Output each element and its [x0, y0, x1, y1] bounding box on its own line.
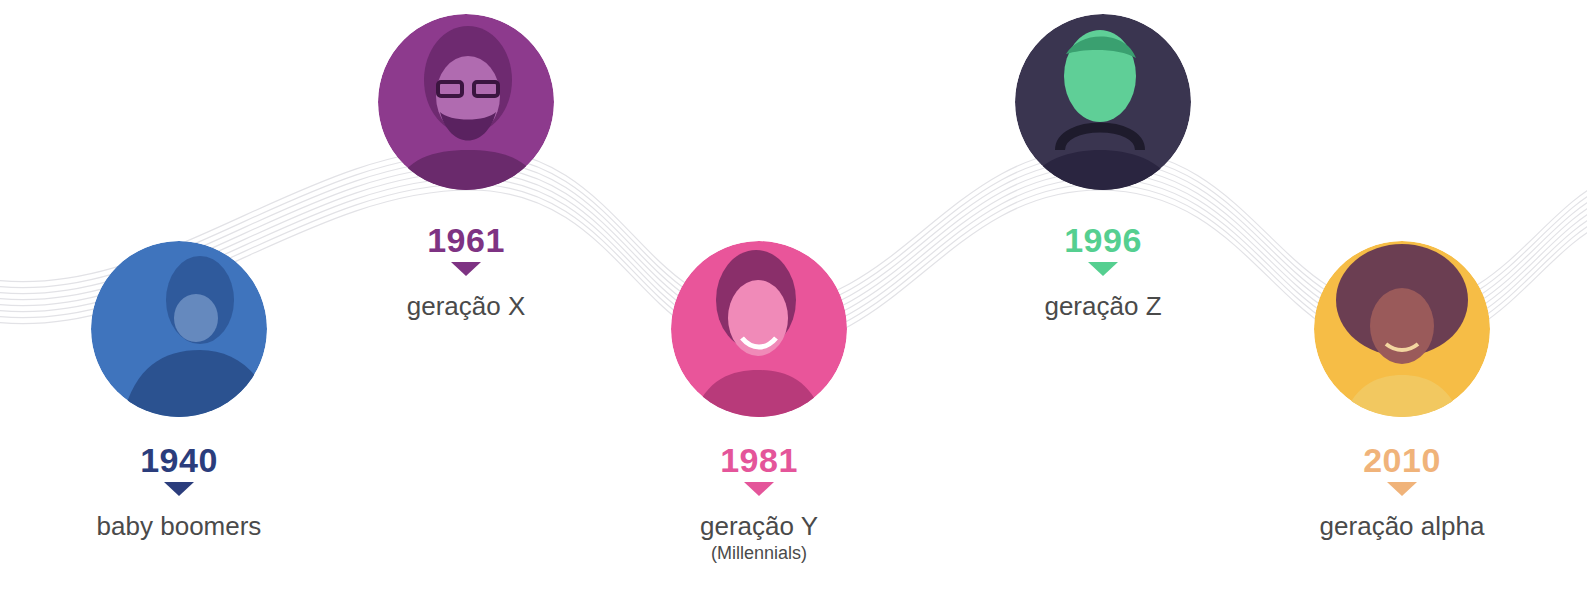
year-label: 1940 [29, 442, 329, 478]
generation-alias: (Millennials) [609, 542, 909, 564]
portrait-photo [1314, 241, 1490, 430]
year-marker [744, 482, 774, 496]
generation-entry: 2010 geração alpha [1252, 442, 1552, 540]
generation-name: geração alpha [1252, 512, 1552, 540]
generation-entry: 1940 baby boomers [29, 442, 329, 540]
portrait-photo [91, 241, 280, 430]
generation-name: geração X [316, 292, 616, 320]
portrait-photo [671, 241, 847, 430]
year-marker [1088, 262, 1118, 276]
year-label: 1981 [609, 442, 909, 478]
portrait-photo [378, 14, 554, 200]
generation-name: geração Z [953, 292, 1253, 320]
portrait-photo [1015, 14, 1191, 200]
year-label: 2010 [1252, 442, 1552, 478]
year-marker [1387, 482, 1417, 496]
generation-entry: 1996 geração Z [953, 222, 1253, 320]
generation-entry: 1961 geração X [316, 222, 616, 320]
year-marker [451, 262, 481, 276]
year-label: 1996 [953, 222, 1253, 258]
year-marker [164, 482, 194, 496]
generation-entry: 1981 geração Y(Millennials) [609, 442, 909, 564]
generation-name: baby boomers [29, 512, 329, 540]
generation-name: geração Y [609, 512, 909, 540]
year-label: 1961 [316, 222, 616, 258]
